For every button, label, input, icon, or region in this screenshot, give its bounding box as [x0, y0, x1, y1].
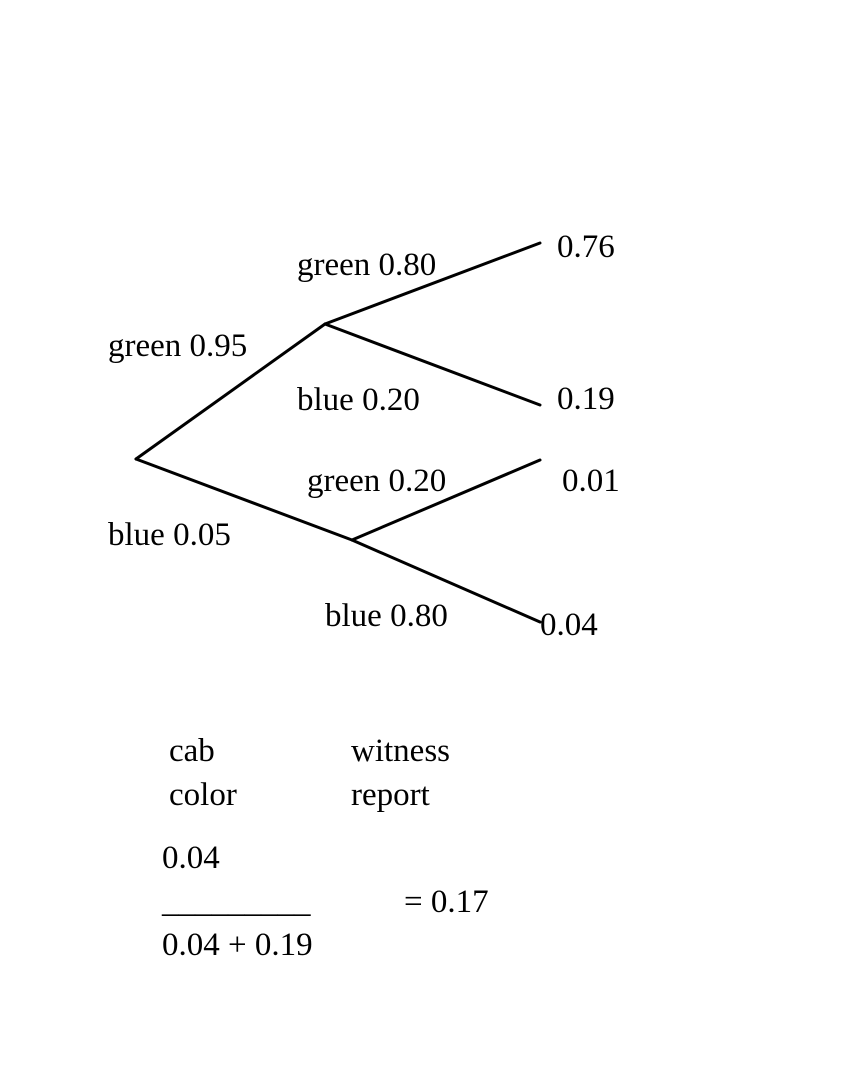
calc-numerator: 0.04 [162, 840, 220, 876]
branch-blue-blue [350, 538, 542, 624]
branch-root-to-green [134, 322, 327, 461]
calc-denominator: 0.04 + 0.19 [162, 927, 313, 963]
outcome-0-76: 0.76 [557, 229, 615, 265]
outcome-0-04: 0.04 [540, 607, 598, 643]
outcome-0-19: 0.19 [557, 381, 615, 417]
label-green-0-20: green 0.20 [307, 463, 447, 499]
legend-witness: witness [351, 733, 450, 769]
outcome-0-01: 0.01 [562, 463, 620, 499]
label-blue-0-80: blue 0.80 [325, 598, 448, 634]
legend-color: color [169, 777, 237, 813]
legend-report: report [351, 777, 430, 813]
calc-fraction-bar: _________ [162, 884, 311, 920]
label-green-0-80: green 0.80 [297, 247, 437, 283]
legend-cab: cab [169, 733, 215, 769]
branch-green-green [323, 241, 542, 326]
branch-blue-green [350, 458, 542, 542]
branch-green-blue [323, 322, 542, 407]
calc-result: = 0.17 [404, 884, 489, 920]
label-blue-0-20: blue 0.20 [297, 382, 420, 418]
label-green-0-95: green 0.95 [108, 328, 248, 364]
branch-root-to-blue [134, 457, 354, 542]
label-blue-0-05: blue 0.05 [108, 517, 231, 553]
